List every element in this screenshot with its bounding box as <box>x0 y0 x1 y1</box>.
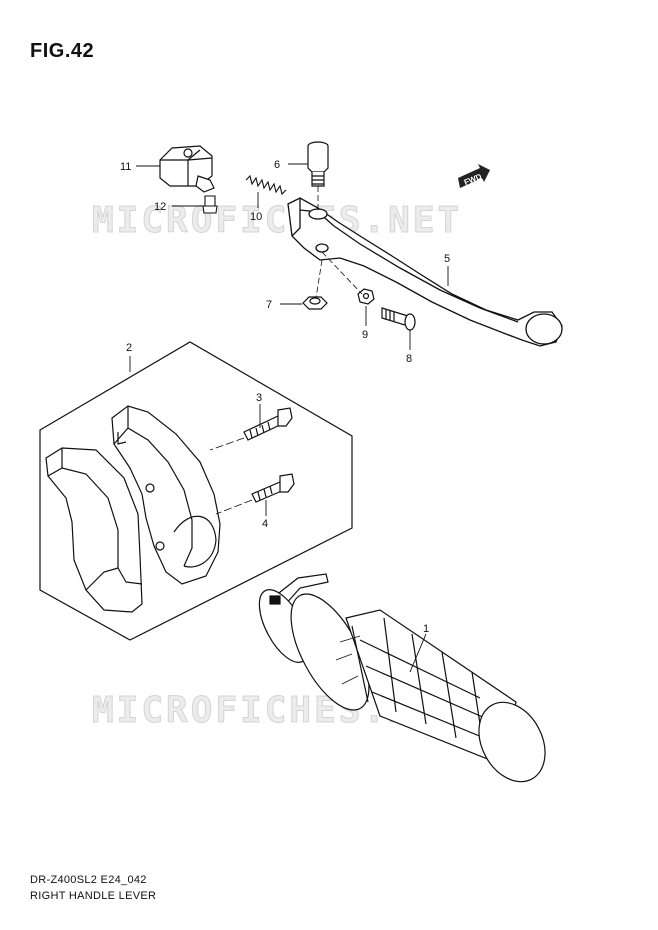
figure-code: DR-Z400SL2 E24_042 <box>30 874 147 886</box>
figure-name: RIGHT HANDLE LEVER <box>30 890 157 902</box>
nut-part-9 <box>357 288 375 305</box>
lever-alignment-lines <box>315 186 363 299</box>
fwd-label: FWD <box>463 172 483 187</box>
housing-lower-half <box>45 447 143 613</box>
callout-7-number: 7 <box>266 299 272 311</box>
pivot-bolt-part-6 <box>307 141 329 187</box>
callout-6: 6 <box>274 159 308 171</box>
callout-2-number: 2 <box>126 342 132 354</box>
callout-11: 11 <box>120 161 160 173</box>
housing-upper-half <box>111 405 221 585</box>
lever-part-5 <box>287 197 563 347</box>
callout-5-number: 5 <box>444 253 450 265</box>
callout-12-number: 12 <box>154 201 166 213</box>
callout-8: 8 <box>406 330 412 365</box>
callout-4-number: 4 <box>262 518 268 530</box>
callout-10-number: 10 <box>250 211 262 223</box>
screw-part-12 <box>202 195 218 214</box>
callout-7: 7 <box>266 299 302 311</box>
housing-screw-alignment-lines <box>209 437 253 515</box>
callout-10: 10 <box>250 192 262 223</box>
callout-3-number: 3 <box>256 392 262 404</box>
switch-part-11 <box>159 145 215 193</box>
bolt-part-8 <box>381 307 416 331</box>
grip-part-1 <box>258 573 546 783</box>
housing-set-box-part-2 <box>39 341 353 641</box>
callout-2: 2 <box>126 342 132 372</box>
callout-8-number: 8 <box>406 353 412 365</box>
callout-12: 12 <box>154 201 204 213</box>
screw-part-4 <box>251 473 295 503</box>
watermark-top: MICROFICHES.NET <box>92 200 462 241</box>
callout-9: 9 <box>362 306 368 341</box>
callout-6-number: 6 <box>274 159 280 171</box>
fwd-arrow-icon: FWD <box>458 164 490 188</box>
callout-1-number: 1 <box>423 623 429 635</box>
spring-part-10 <box>245 174 287 196</box>
callout-5: 5 <box>444 253 450 286</box>
cap-nut-part-7 <box>302 296 328 310</box>
callout-11-number: 11 <box>120 161 131 173</box>
callout-4: 4 <box>262 500 268 530</box>
figure-title: FIG.42 <box>30 40 95 62</box>
callout-9-number: 9 <box>362 329 368 341</box>
callout-1: 1 <box>409 623 429 673</box>
screw-part-3 <box>243 407 293 441</box>
callout-3: 3 <box>256 392 262 428</box>
